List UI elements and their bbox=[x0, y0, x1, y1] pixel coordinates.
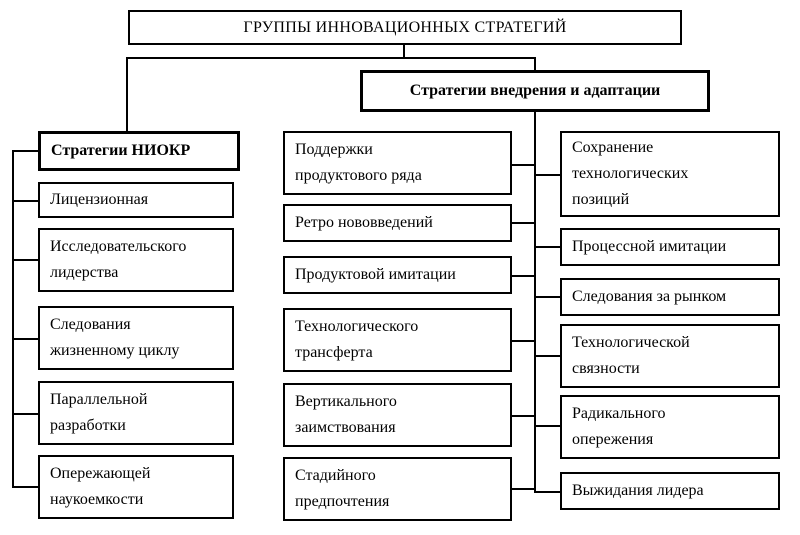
niokr-strategies-heading: Стратегии НИОКР bbox=[38, 131, 240, 171]
adaptation-item-vertical-borrowing: Вертикального заимствования bbox=[283, 383, 512, 447]
connector-line bbox=[534, 57, 536, 73]
connector-line bbox=[12, 200, 38, 202]
diagram-title: ГРУППЫ ИННОВАЦИОННЫХ СТРАТЕГИЙ bbox=[128, 10, 682, 45]
connector-line bbox=[534, 246, 560, 248]
connector-line bbox=[512, 275, 536, 277]
connector-line bbox=[12, 486, 38, 488]
connector-line bbox=[126, 57, 536, 59]
connector-line bbox=[534, 112, 536, 492]
niokr-item-advanced-science: Опережающей наукоемкости bbox=[38, 455, 234, 519]
adaptation-item-maintaining-tech-positions: Сохранение технологических позиций bbox=[560, 131, 780, 217]
connector-line bbox=[403, 43, 405, 59]
adaptation-item-market-following: Следования за рынком bbox=[560, 278, 780, 316]
adaptation-item-retro-innovations: Ретро нововведений bbox=[283, 204, 512, 242]
connector-line bbox=[534, 355, 560, 357]
connector-line bbox=[512, 415, 536, 417]
niokr-item-licensing: Лицензионная bbox=[38, 182, 234, 218]
niokr-item-life-cycle: Следования жизненному циклу bbox=[38, 306, 234, 370]
connector-line bbox=[126, 57, 128, 131]
connector-line bbox=[512, 164, 536, 166]
adaptation-item-process-imitation: Процессной имитации bbox=[560, 228, 780, 266]
niokr-item-parallel-development: Параллельной разработки bbox=[38, 381, 234, 445]
connector-line bbox=[12, 338, 38, 340]
adaptation-item-stage-preference: Стадийного предпочтения bbox=[283, 457, 512, 521]
connector-line bbox=[512, 488, 536, 490]
connector-line bbox=[534, 296, 560, 298]
connector-line bbox=[12, 413, 38, 415]
adaptation-strategies-heading: Стратегии внедрения и адаптации bbox=[360, 70, 710, 112]
connector-line bbox=[534, 491, 560, 493]
adaptation-item-product-line-support: Поддержки продуктового ряда bbox=[283, 131, 512, 195]
connector-line bbox=[512, 340, 536, 342]
adaptation-item-technology-transfer: Технологического трансферта bbox=[283, 308, 512, 372]
adaptation-item-tech-connectivity: Технологической связности bbox=[560, 324, 780, 388]
connector-line bbox=[12, 150, 14, 488]
adaptation-item-radical-advance: Радикального опережения bbox=[560, 395, 780, 459]
adaptation-item-product-imitation: Продуктовой имитации bbox=[283, 256, 512, 294]
connector-line bbox=[512, 222, 536, 224]
connector-line bbox=[12, 259, 38, 261]
adaptation-item-waiting-leader: Выжидания лидера bbox=[560, 472, 780, 510]
niokr-item-research-leadership: Исследовательского лидерства bbox=[38, 228, 234, 292]
connector-line bbox=[534, 174, 560, 176]
connector-line bbox=[534, 425, 560, 427]
connector-line bbox=[12, 150, 38, 152]
